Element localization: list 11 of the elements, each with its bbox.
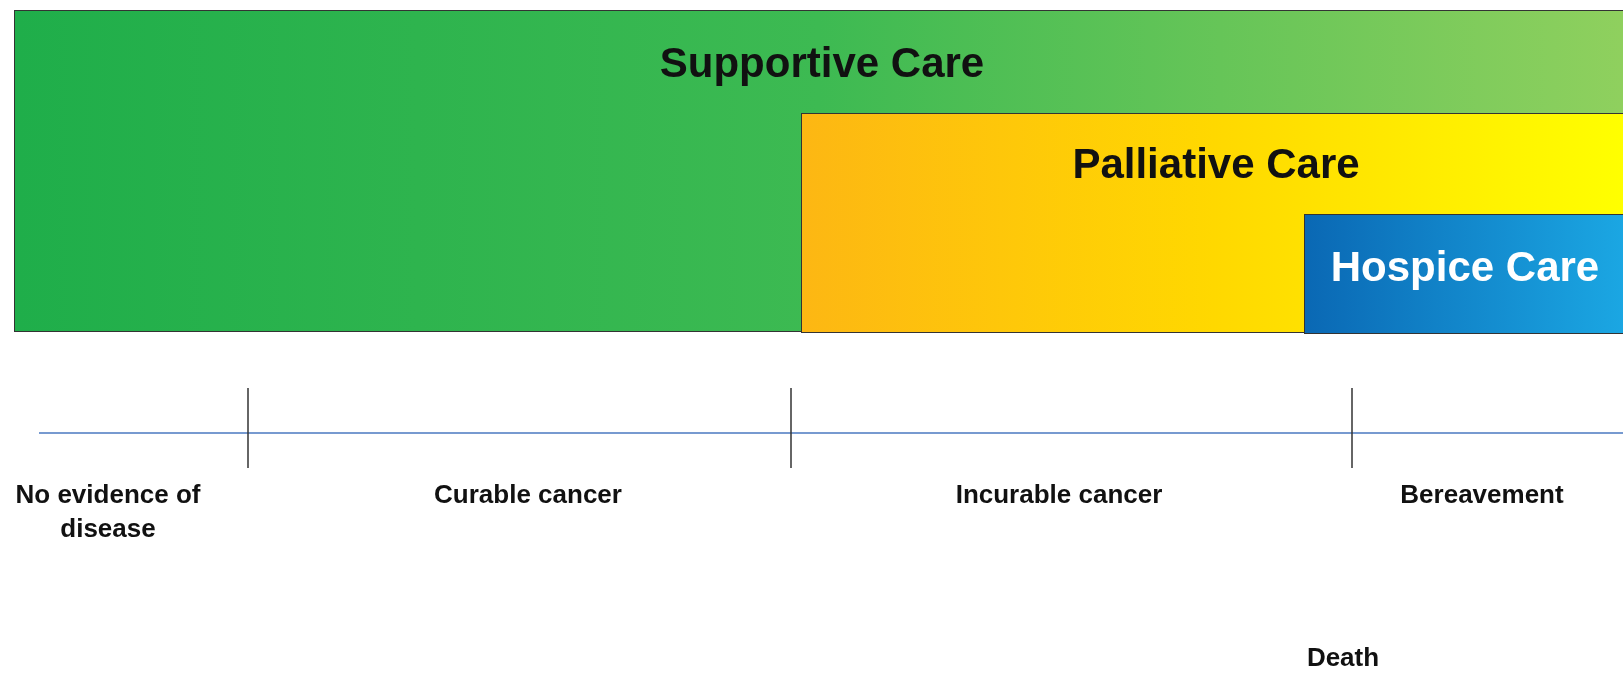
band-title: Palliative Care xyxy=(1072,140,1360,188)
timeline-label: Curable cancer xyxy=(433,478,623,511)
care-band xyxy=(1304,214,1623,334)
care-band xyxy=(801,113,1623,333)
timeline-label: Bereavement xyxy=(1399,478,1565,511)
timeline-label: Incurable cancer xyxy=(954,478,1164,511)
care-band xyxy=(14,10,1623,332)
timeline-label: No evidence of disease xyxy=(14,478,202,545)
band-title: Supportive Care xyxy=(659,39,985,87)
timeline-label: Death xyxy=(1305,641,1381,674)
band-title: Hospice Care xyxy=(1330,243,1600,291)
